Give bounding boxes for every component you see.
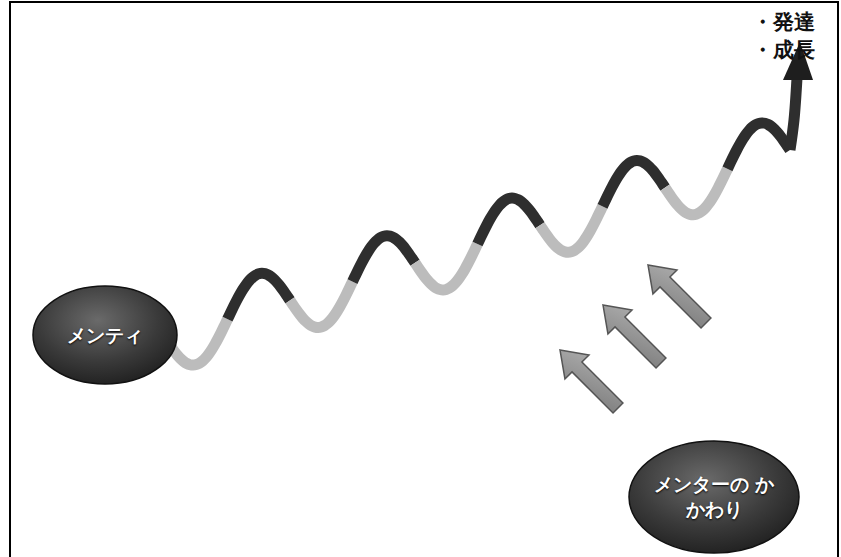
ribbon-segment — [290, 282, 353, 328]
ribbon-segment — [353, 236, 416, 282]
ellipse-node: メンターの かかわり — [628, 440, 800, 554]
ribbon-segment — [728, 123, 791, 169]
growth-ribbon — [165, 42, 813, 365]
ellipse-shape — [628, 440, 800, 554]
ribbon-segment — [603, 161, 666, 207]
ribbon-segment — [540, 206, 603, 252]
ribbon-segment — [415, 244, 478, 290]
influence-arrows — [548, 253, 718, 420]
ribbon-segment — [478, 198, 541, 244]
ellipse-outline — [629, 441, 799, 553]
ribbon-segment — [228, 273, 291, 319]
node-label: メンティ — [32, 285, 178, 385]
ribbon-segment — [665, 169, 728, 215]
influence-arrow — [548, 338, 630, 420]
outcome-label: ・発達 — [752, 8, 815, 36]
influence-arrow — [636, 253, 718, 335]
node-label: メンターの かかわり — [628, 440, 800, 554]
ellipse-node: メンティ — [32, 285, 178, 385]
ribbon-tail — [790, 78, 797, 150]
frame-border — [10, 2, 838, 557]
outcome-label: ・成長 — [752, 36, 815, 64]
ellipse-outline — [33, 286, 177, 384]
influence-arrow — [591, 293, 673, 375]
